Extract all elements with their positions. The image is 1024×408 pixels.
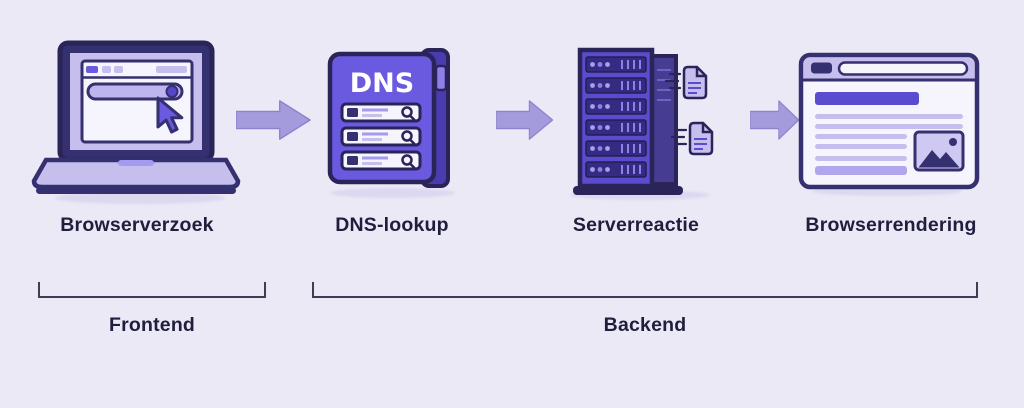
cursor-icon: [156, 96, 184, 134]
dns-title-text: DNS: [350, 68, 414, 99]
step-label-serverreactie: Serverreactie: [572, 214, 700, 236]
dns-record-row: [340, 150, 422, 171]
backend-bracket: [312, 282, 978, 298]
browser-window-icon: [798, 52, 980, 190]
arrow-right-icon: [496, 100, 554, 140]
dns-record-row: [340, 126, 422, 147]
window-menu-chip: [811, 62, 832, 74]
laptop-shadow: [55, 192, 225, 204]
step-label-dns-lookup: DNS-lookup: [335, 214, 449, 236]
document-icon: [670, 121, 714, 156]
page-heading-block: [815, 92, 919, 105]
arrow-right-icon: [750, 100, 800, 140]
laptop-browser-icon: [31, 40, 241, 194]
dns-record-row: [340, 102, 422, 123]
search-icon: [165, 85, 179, 98]
server-stack-icon: [573, 47, 714, 195]
book-clasp: [434, 64, 448, 92]
frontend-bracket: [38, 282, 266, 298]
server-unit-rows: [585, 56, 647, 178]
server-base: [573, 186, 683, 195]
arrow-right-icon: [236, 100, 311, 140]
image-placeholder-icon: [913, 130, 965, 172]
step-label-browserrendering: Browserrendering: [805, 214, 977, 236]
search-bar: [86, 82, 184, 101]
server-side-panel: [650, 54, 678, 186]
group-label-frontend: Frontend: [108, 314, 196, 336]
browser-shadow: [812, 186, 962, 196]
book-shadow: [330, 188, 455, 198]
group-label-backend: Backend: [603, 314, 687, 336]
dns-book-icon: DNS: [327, 48, 450, 188]
step-label-browserverzoek: Browserverzoek: [60, 214, 214, 236]
address-bar: [837, 61, 969, 76]
document-icon: [664, 65, 708, 100]
